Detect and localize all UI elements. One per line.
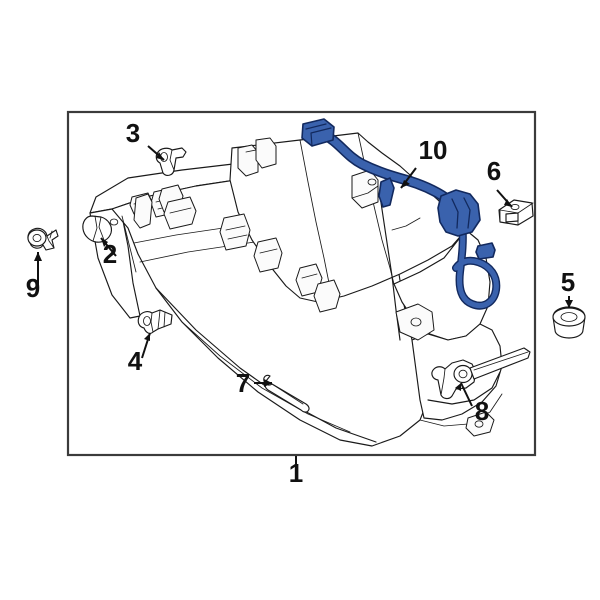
part-6-mounting-block-clip: [498, 199, 534, 226]
callout-number-5: 5: [561, 267, 575, 297]
part-8-damper-hinge-arm: [431, 347, 531, 400]
part-9-push-pin-retainer: [27, 227, 59, 251]
rear-wall-brackets: [237, 137, 379, 209]
latch-cutouts-mid: [219, 213, 341, 313]
callout-number-6: 6: [487, 156, 501, 186]
callout-number-1: 1: [289, 458, 303, 488]
part-4-stud-bolt: [137, 309, 173, 334]
callout-number-10: 10: [419, 135, 448, 165]
callout-number-3: 3: [126, 118, 140, 148]
assembly-frame: [66, 110, 537, 457]
callout-number-9: 9: [26, 273, 40, 303]
callout-number-8: 8: [475, 396, 489, 426]
callout-number-4: 4: [128, 346, 143, 376]
callout-number-2: 2: [103, 239, 117, 269]
part-7-hinge-rod: [263, 374, 310, 413]
callout-number-7: 7: [236, 368, 250, 398]
part-5-grommet: [552, 306, 586, 339]
callout-leaders: [34, 145, 573, 466]
part-2-retainer-clip: [82, 215, 113, 243]
